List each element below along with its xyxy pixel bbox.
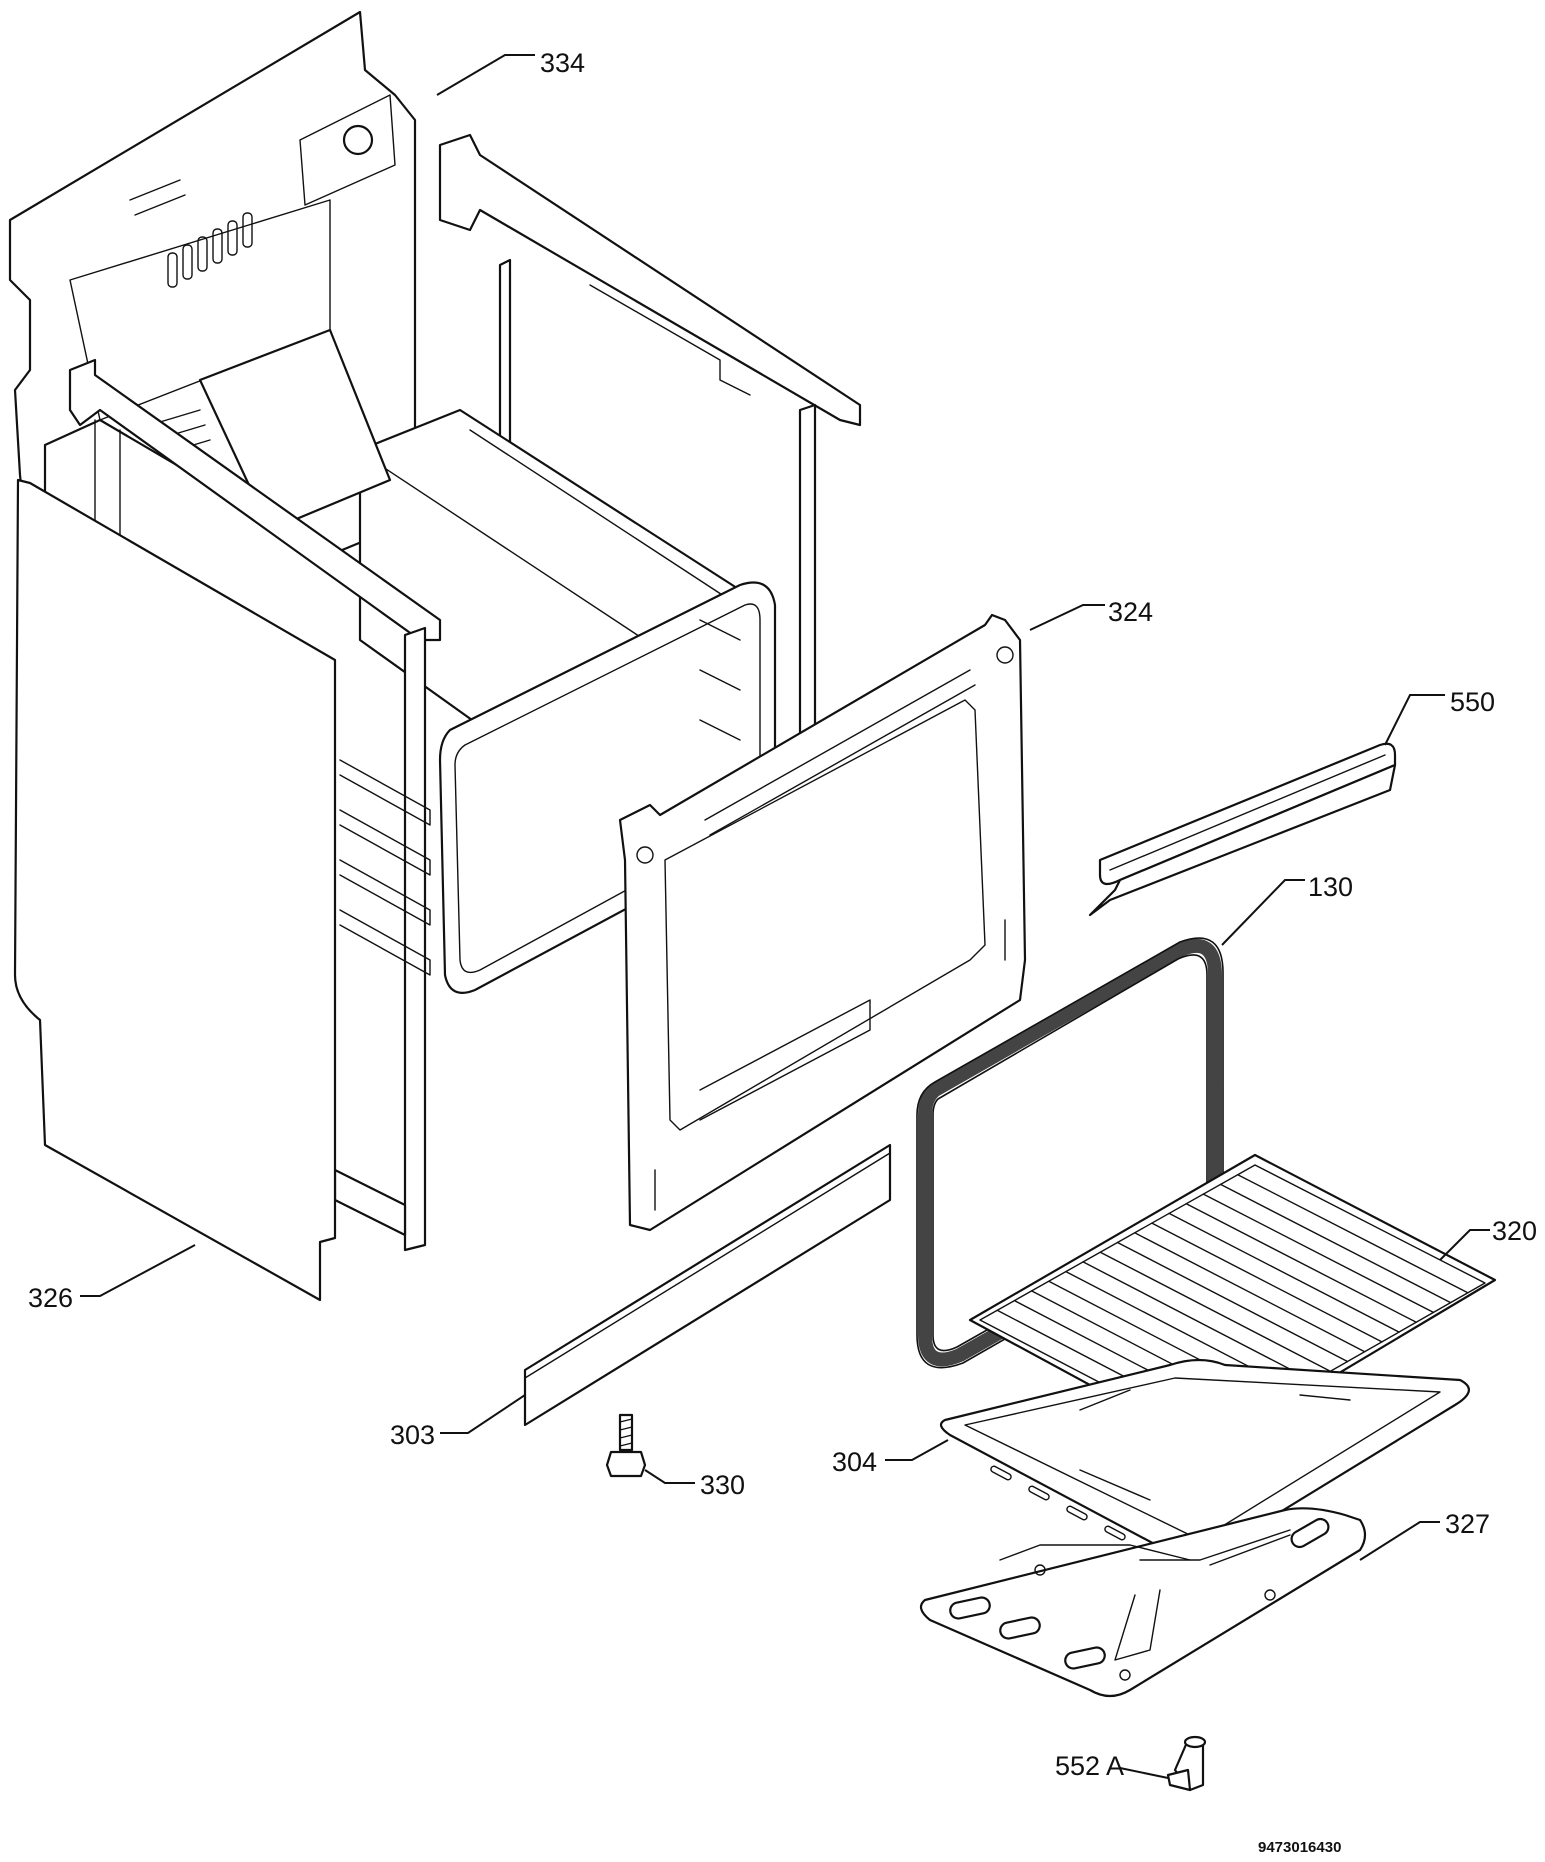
- side-panel-part: [13, 478, 337, 1302]
- shelf-wire: [1202, 1193, 1435, 1314]
- document-number: 9473016430: [1258, 1839, 1341, 1856]
- leader-552a: [1119, 1767, 1169, 1779]
- floor-plate-part: [919, 1507, 1367, 1698]
- shelf-wire: [1151, 1222, 1383, 1343]
- leader-lines: [80, 54, 1490, 1779]
- tray-slot: [1028, 1485, 1050, 1501]
- callout-334: 334: [540, 48, 585, 78]
- shelf-wire: [1134, 1232, 1366, 1353]
- leader-334: [436, 54, 535, 96]
- leader-303: [440, 1394, 526, 1434]
- callout-130: 130: [1308, 872, 1353, 902]
- leader-304: [885, 1439, 949, 1461]
- callout-327: 327: [1445, 1509, 1490, 1539]
- callout-304: 304: [832, 1447, 877, 1477]
- shelf-wire: [1099, 1251, 1331, 1372]
- leader-130: [1221, 879, 1305, 946]
- baking-tray-part: [939, 1358, 1470, 1581]
- clip-part: [1166, 1735, 1207, 1792]
- door-frame-part: [618, 613, 1027, 1232]
- callout-labels: 334 324 550 130 320 326 303 330 304 327 …: [28, 48, 1537, 1781]
- shelf-wire: [1185, 1203, 1417, 1323]
- leader-326: [80, 1244, 196, 1297]
- shelf-wire: [1237, 1174, 1469, 1294]
- callout-330: 330: [700, 1470, 745, 1500]
- tray-slot: [990, 1465, 1012, 1481]
- leader-327: [1359, 1521, 1440, 1561]
- callout-320: 320: [1492, 1216, 1537, 1246]
- trim-strip-part: [523, 1143, 892, 1427]
- callout-326: 326: [28, 1283, 73, 1313]
- leader-320: [1439, 1229, 1490, 1261]
- shelf-wire: [1082, 1261, 1314, 1382]
- leader-324: [1029, 604, 1105, 631]
- tray-slot: [1066, 1505, 1088, 1521]
- shelf-runners-part: [339, 759, 431, 976]
- callout-552a: 552 A: [1055, 1751, 1124, 1781]
- callout-324: 324: [1108, 597, 1153, 627]
- callout-550: 550: [1450, 687, 1495, 717]
- tray-slot: [1104, 1525, 1126, 1541]
- shelf-wire: [1116, 1241, 1349, 1363]
- shelf-wire: [1168, 1212, 1400, 1333]
- front-frame-part: [68, 358, 442, 1252]
- callout-303: 303: [390, 1420, 435, 1450]
- leader-330: [644, 1469, 695, 1484]
- shelf-wire: [1219, 1183, 1452, 1304]
- back-panel-vents: [167, 212, 253, 288]
- leader-550: [1384, 694, 1445, 746]
- screw-part: [605, 1413, 647, 1478]
